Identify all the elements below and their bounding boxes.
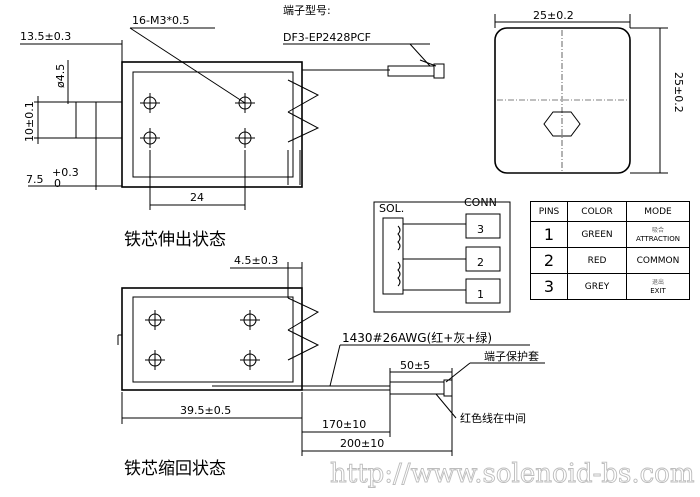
- pin-table-row: 1 GREEN 吸合 ATTRACTION: [530, 221, 690, 248]
- pin-mode: 退出 EXIT: [626, 273, 690, 300]
- bottom-view: 4.5±0.3 1430#26AWG(红+灰+绿) 50±5 端子保护套 红色线…: [117, 254, 545, 479]
- dim-200: 200±10: [340, 437, 384, 450]
- conn-pin-2-label: 2: [477, 256, 484, 269]
- pin-table-row: 3 GREY 退出 EXIT: [530, 273, 690, 300]
- top-connector: [387, 65, 435, 77]
- top-inner-frame: [132, 71, 294, 178]
- top-spring: [287, 79, 320, 143]
- bottom-spring: [287, 297, 320, 361]
- dim-39-5: 39.5±0.5: [180, 404, 231, 417]
- pin-mode: COMMON: [626, 247, 690, 274]
- state-label-extended: 铁芯伸出状态: [124, 230, 226, 250]
- coil-winding: [397, 225, 401, 287]
- top-view: 13.5±0.3 16-M3*0.5 端子型号: DF3-EP2428PCF ø…: [20, 3, 445, 250]
- dim-24: 24: [190, 191, 204, 204]
- red-wire-label: 红色线在中间: [460, 411, 526, 425]
- pin-mode: 吸合 ATTRACTION: [626, 221, 690, 248]
- pin-color: GREY: [567, 273, 627, 300]
- conn-pin-3: [465, 213, 501, 239]
- bottom-body-frame: [121, 287, 303, 391]
- bottom-connector: [389, 381, 445, 395]
- dim-25-height: 25±0.2: [672, 72, 685, 113]
- front-body: [494, 27, 631, 174]
- top-body-frame: [121, 61, 303, 188]
- schematic: SOL. CONN 3 2 1: [373, 196, 511, 313]
- terminal-label: 端子型号:: [283, 3, 331, 17]
- bottom-mount-hole: [145, 350, 165, 370]
- wire-spec: 1430#26AWG(红+灰+绿): [342, 330, 492, 345]
- conn-pin-3-label: 3: [477, 223, 484, 236]
- pin-table-header-color: COLOR: [567, 201, 627, 222]
- dim-25-width: 25±0.2: [533, 9, 574, 22]
- pin-color: GREEN: [567, 221, 627, 248]
- dim-4-5-retracted: 4.5±0.3: [234, 254, 278, 267]
- top-mount-hole: [140, 128, 160, 148]
- pin-number: 2: [530, 247, 568, 274]
- pin-table-header-mode: MODE: [626, 201, 690, 222]
- dim-7-5-tol-up: +0.3: [52, 166, 79, 179]
- pin-table: PINS COLOR MODE 1 GREEN 吸合 ATTRACTION 2 …: [530, 201, 690, 300]
- pin-number: 3: [530, 273, 568, 300]
- pin-table-row: 2 RED COMMON: [530, 247, 690, 274]
- dim-7-5-tol-dn: 0: [54, 177, 61, 190]
- dim-10: 10±0.1: [23, 101, 36, 142]
- conn-pin-1-label: 1: [477, 288, 484, 301]
- pin-number: 1: [530, 221, 568, 248]
- conn-pin-2: [465, 246, 501, 272]
- terminal-model: DF3-EP2428PCF: [283, 31, 371, 44]
- dim-13-5: 13.5±0.3: [20, 30, 71, 43]
- conn-pin-1: [465, 278, 501, 304]
- dim-7-5: 7.5: [26, 173, 44, 186]
- pin-mode-en: EXIT: [650, 286, 666, 295]
- bottom-inner-frame: [132, 296, 294, 383]
- coil-symbol: [382, 217, 404, 295]
- pin-mode-cn: 退出: [651, 278, 664, 286]
- schematic-frame: [373, 201, 511, 313]
- pin-color: RED: [567, 247, 627, 274]
- bottom-mount-hole: [145, 310, 165, 330]
- dim-50: 50±5: [400, 359, 430, 372]
- dim-16-m3: 16-M3*0.5: [132, 14, 189, 27]
- bottom-mount-hole: [240, 310, 260, 330]
- dim-170: 170±10: [322, 418, 366, 431]
- sleeve-label: 端子保护套: [484, 349, 539, 363]
- top-mount-hole: [140, 93, 160, 113]
- front-view: 25±0.2 25±0.2: [494, 9, 685, 174]
- watermark: http://www.solenoid-bs.com: [330, 459, 694, 489]
- top-mount-hole: [235, 128, 255, 148]
- state-label-retracted: 铁芯缩回状态: [124, 459, 226, 479]
- dim-4-5: ø4.5: [54, 64, 67, 88]
- sol-label: SOL.: [379, 202, 404, 215]
- pin-mode-en: ATTRACTION: [636, 234, 680, 243]
- front-hex-nut: [543, 111, 581, 137]
- top-plunger: [75, 101, 123, 139]
- bottom-mount-hole: [240, 350, 260, 370]
- pin-mode-cn: 吸合: [651, 226, 664, 234]
- conn-label: CONN: [464, 196, 497, 209]
- pin-table-header-pins: PINS: [530, 201, 568, 222]
